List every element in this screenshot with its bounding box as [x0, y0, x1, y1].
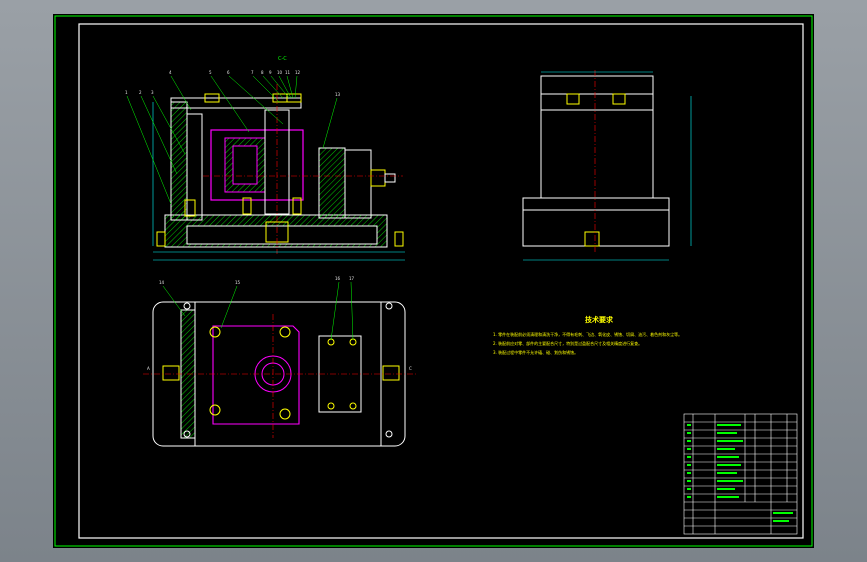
plan-view-label-right: C [409, 366, 412, 371]
plan-right-handle [382, 365, 400, 381]
bolt-d [184, 199, 196, 217]
outer-border [54, 15, 813, 547]
leader-lines [126, 75, 338, 205]
plan-bolt-7 [327, 402, 335, 410]
plan-view: A C 14 15 16 17 [143, 276, 417, 447]
plan-bolt-3 [209, 404, 221, 416]
part-no-6: 6 [227, 70, 230, 75]
right-guide [344, 149, 372, 219]
plan-hole-1 [183, 302, 191, 310]
plan-view-label-left: A [147, 366, 150, 371]
title-block-frame [683, 413, 798, 535]
plan-hole-2 [183, 430, 191, 438]
left-support [186, 113, 203, 221]
part-no-4: 4 [169, 70, 172, 75]
section-label: C-C [278, 56, 287, 62]
plan-bolt-2 [279, 326, 291, 338]
plan-leader-lines [162, 281, 354, 341]
side-view [522, 70, 692, 261]
plan-left-handle [162, 365, 180, 381]
side-bolt-right [612, 93, 626, 105]
bolt-e [242, 197, 252, 215]
bolt-f [292, 197, 302, 215]
side-base-top [522, 197, 670, 211]
side-base [522, 209, 670, 247]
part-no-8: 8 [261, 70, 264, 75]
part-no-10: 10 [277, 70, 283, 75]
part-no-17: 17 [349, 276, 355, 281]
side-knob [384, 173, 396, 183]
side-top-band [540, 93, 654, 111]
foot-bolt-right [394, 231, 404, 247]
part-no-1: 1 [125, 90, 128, 95]
part-no-13: 13 [335, 92, 341, 97]
tech-req-title: 技术要求 [585, 315, 614, 324]
inner-border [78, 23, 804, 539]
part-no-11: 11 [285, 70, 291, 75]
right-support-block [318, 147, 346, 219]
plan-bolt-8 [349, 402, 357, 410]
technical-requirements: 技术要求 1. 零件在装配前必须清理和清洗干净，不得有毛刺、飞边、氧化皮、锈蚀、… [493, 315, 682, 355]
title-block [683, 413, 798, 535]
plan-bolt-1 [209, 326, 221, 338]
workpiece-bore [232, 145, 258, 185]
plan-hole-4 [385, 430, 393, 438]
bolt-a [204, 93, 220, 103]
part-no-9: 9 [269, 70, 272, 75]
side-screw [370, 169, 386, 187]
part-no-3: 3 [151, 90, 154, 95]
workpiece [210, 129, 304, 201]
plan-bolt-4 [279, 408, 291, 420]
part-no-15: 15 [235, 280, 241, 285]
bolt-c [286, 93, 302, 103]
front-section-view: C-C [125, 56, 405, 261]
side-bottom-bolt [584, 231, 600, 247]
top-clamp-bar [170, 97, 302, 109]
part-no-2: 2 [139, 90, 142, 95]
part-number-labels-top: 1 2 3 4 5 6 7 8 9 10 11 12 13 [125, 70, 341, 97]
plan-workpiece [212, 325, 300, 425]
drawing-sheet: C-C [53, 14, 814, 548]
drawing-canvas: C-C [54, 15, 813, 547]
base-slot [186, 225, 378, 245]
tech-req-line-2: 2. 装配前应对零、部件的主要配合尺寸，特别是过盈配合尺寸及相关精度进行复查。 [493, 340, 642, 346]
tech-req-line-1: 1. 零件在装配前必须清理和清洗干净，不得有毛刺、飞边、氧化皮、锈蚀、切屑、油污… [493, 331, 682, 337]
part-no-14: 14 [159, 280, 165, 285]
part-no-5: 5 [209, 70, 212, 75]
side-bolt-left [566, 93, 580, 105]
part-no-12: 12 [295, 70, 301, 75]
title-block-fill [687, 424, 793, 522]
foot-bolt-left [156, 231, 166, 247]
plan-hole-3 [385, 302, 393, 310]
part-no-7: 7 [251, 70, 254, 75]
part-no-16: 16 [335, 276, 341, 281]
tech-req-line-3: 3. 装配过程中零件不允许磕、碰、划伤和锈蚀。 [493, 349, 578, 355]
